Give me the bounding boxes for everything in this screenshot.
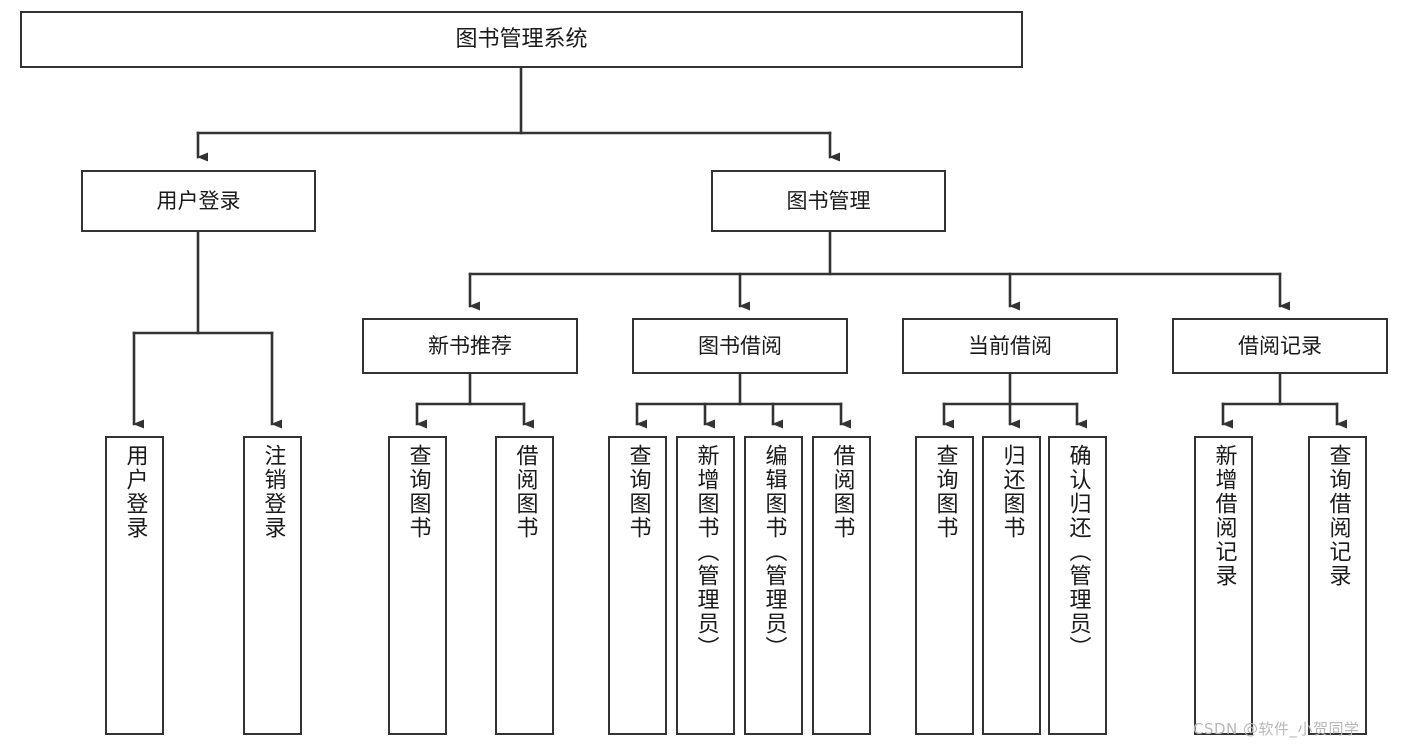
leaf-record-query[interactable]: 查询借阅记录 — [1308, 436, 1367, 735]
node-label: 查询借阅记录 — [1325, 444, 1351, 588]
node-label: 新增借阅记录 — [1211, 444, 1237, 588]
node-label: 查询图书 — [405, 444, 431, 540]
leaf-user-login[interactable]: 用户登录 — [105, 436, 164, 735]
node-borrow-record[interactable]: 借阅记录 — [1172, 318, 1388, 374]
leaf-current-return-book[interactable]: 归还图书 — [982, 436, 1041, 735]
node-label: 编辑图书（管理员） — [761, 444, 787, 660]
node-label: 图书管理系统 — [455, 26, 588, 52]
node-label: 图书借阅 — [698, 333, 782, 358]
node-label: 用户登录 — [122, 444, 148, 540]
node-label: 图书管理 — [786, 188, 871, 213]
leaf-user-logout[interactable]: 注销登录 — [243, 436, 302, 735]
leaf-record-add[interactable]: 新增借阅记录 — [1194, 436, 1253, 735]
node-label: 用户登录 — [156, 188, 241, 213]
node-label: 查询图书 — [625, 444, 651, 540]
node-label: 注销登录 — [260, 444, 286, 540]
node-label: 借阅图书 — [829, 444, 855, 540]
node-label: 新增图书（管理员） — [693, 444, 719, 660]
leaf-borrow-edit-book-admin[interactable]: 编辑图书（管理员） — [744, 436, 803, 735]
node-label: 当前借阅 — [968, 333, 1052, 358]
node-root-system[interactable]: 图书管理系统 — [20, 11, 1023, 68]
leaf-borrow-add-book-admin[interactable]: 新增图书（管理员） — [676, 436, 735, 735]
node-label: 新书推荐 — [428, 333, 512, 358]
node-label: 借阅图书 — [512, 444, 538, 540]
node-new-book-recommend[interactable]: 新书推荐 — [362, 318, 578, 374]
node-label: 借阅记录 — [1238, 333, 1322, 358]
node-user-login-module[interactable]: 用户登录 — [81, 170, 316, 232]
node-label: 归还图书 — [999, 444, 1025, 540]
leaf-borrow-query-book[interactable]: 查询图书 — [608, 436, 667, 735]
leaf-borrow-borrow-book[interactable]: 借阅图书 — [812, 436, 871, 735]
node-book-borrow[interactable]: 图书借阅 — [632, 318, 848, 374]
node-label: 查询图书 — [932, 444, 958, 540]
leaf-new-book-borrow[interactable]: 借阅图书 — [495, 436, 554, 735]
leaf-current-confirm-return-admin[interactable]: 确认归还（管理员） — [1048, 436, 1107, 735]
node-label: 确认归还（管理员） — [1065, 444, 1091, 660]
leaf-new-book-query[interactable]: 查询图书 — [388, 436, 447, 735]
node-book-management-module[interactable]: 图书管理 — [711, 170, 946, 232]
node-current-borrow[interactable]: 当前借阅 — [902, 318, 1118, 374]
leaf-current-query-book[interactable]: 查询图书 — [915, 436, 974, 735]
